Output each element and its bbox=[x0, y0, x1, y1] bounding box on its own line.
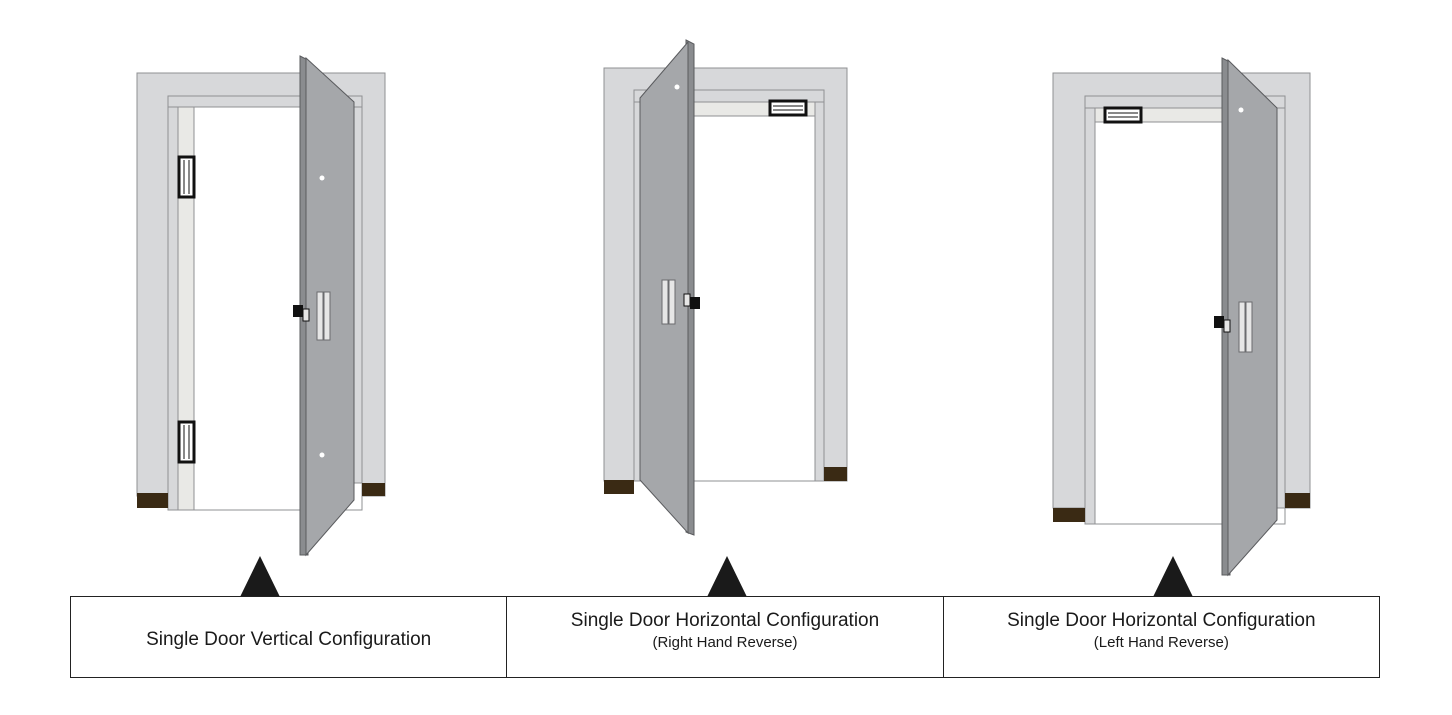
door-1-stop-strip bbox=[177, 106, 195, 511]
caption-title: Single Door Horizontal Configuration bbox=[1007, 610, 1316, 631]
door-3-arrow bbox=[1153, 556, 1193, 597]
door-3-floor-right bbox=[1285, 493, 1310, 508]
caption-subtitle: (Left Hand Reverse) bbox=[1093, 634, 1229, 651]
caption-title: Single Door Vertical Configuration bbox=[146, 629, 432, 650]
door-2-jamb-right bbox=[814, 89, 825, 482]
door-1-jamb-left bbox=[167, 95, 179, 511]
door-1-maglock-bottom bbox=[177, 420, 196, 464]
door-1-maglock-top bbox=[177, 155, 196, 199]
door-2-hinge-top bbox=[674, 84, 680, 90]
door-3-jamb-left bbox=[1084, 95, 1096, 525]
door-1-armature-plate bbox=[316, 291, 331, 341]
door-3-horizontal-lhr bbox=[1052, 57, 1311, 597]
door-2-handle bbox=[683, 293, 700, 309]
door-2-horizontal-rhr bbox=[603, 39, 848, 597]
door-1-hinge-top bbox=[319, 175, 325, 181]
door-2-arrow bbox=[707, 556, 747, 597]
door-1-vertical bbox=[136, 55, 386, 597]
caption-cell-right-hand-reverse: Single Door Horizontal Configuration (Ri… bbox=[506, 597, 942, 677]
caption-cell-vertical: Single Door Vertical Configuration bbox=[71, 597, 506, 677]
door-1-handle bbox=[293, 305, 310, 322]
door-2-maglock bbox=[768, 99, 808, 117]
caption-subtitle: (Right Hand Reverse) bbox=[652, 634, 798, 651]
door-3-armature-plate bbox=[1238, 301, 1253, 353]
caption-cell-left-hand-reverse: Single Door Horizontal Configuration (Le… bbox=[942, 597, 1379, 677]
door-1-floor-left bbox=[137, 493, 168, 508]
door-1-head bbox=[167, 95, 363, 108]
caption-table: Single Door Vertical Configuration Singl… bbox=[70, 596, 1380, 678]
caption-title: Single Door Horizontal Configuration bbox=[570, 610, 880, 631]
door-2-armature-plate bbox=[661, 279, 676, 325]
door-1-hinge-bottom bbox=[319, 452, 325, 458]
door-1-floor-right bbox=[362, 483, 385, 496]
door-3-hinge-top bbox=[1238, 107, 1244, 113]
door-1-arrow bbox=[240, 556, 280, 597]
door-3-floor-left bbox=[1053, 508, 1085, 522]
door-3-handle bbox=[1214, 316, 1231, 333]
door-2-floor-right bbox=[824, 467, 847, 481]
door-2-floor-left bbox=[604, 480, 634, 494]
door-3-maglock bbox=[1103, 106, 1143, 124]
